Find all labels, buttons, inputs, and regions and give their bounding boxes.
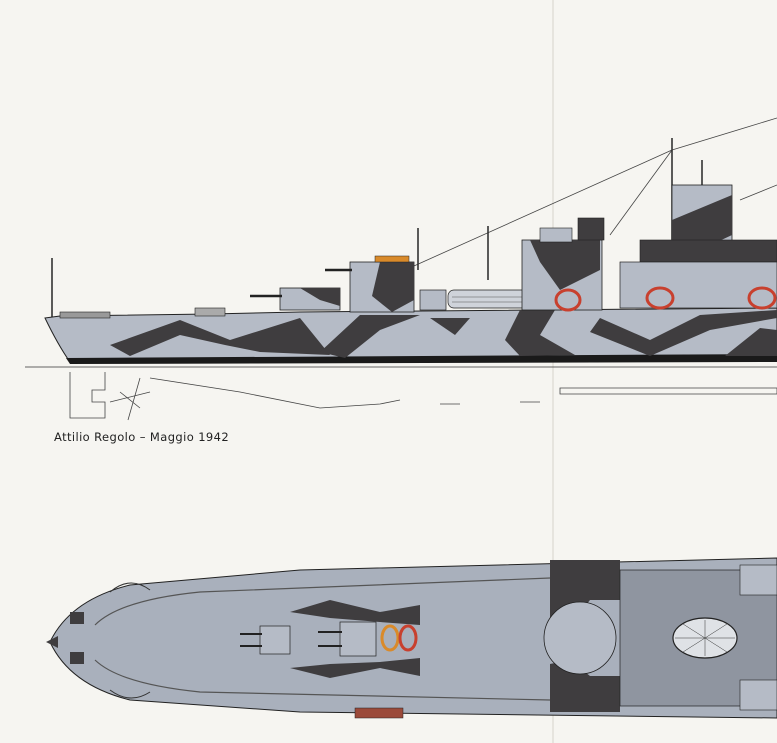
turrets-plan <box>240 621 377 657</box>
plate-caption: Attilio Regolo – Maggio 1942 <box>54 430 230 444</box>
deck-camouflage <box>290 560 620 712</box>
turret-a <box>250 287 341 311</box>
floats-plan <box>380 624 418 652</box>
ship-plan-drawing <box>46 557 777 719</box>
bridge <box>521 217 605 311</box>
bow-fittings <box>46 612 84 664</box>
hull <box>44 307 777 363</box>
superstructure-plan <box>543 564 777 711</box>
boat-deck <box>419 289 539 311</box>
turret-b <box>325 255 415 313</box>
underwater-outline <box>69 372 777 421</box>
boot-topping <box>66 354 777 364</box>
deck-edges <box>94 577 551 701</box>
funnel <box>619 184 777 309</box>
life-floats <box>554 286 777 312</box>
paravanes <box>109 582 151 699</box>
hull-camouflage <box>110 310 777 358</box>
ship-profile-drawing <box>25 117 777 421</box>
